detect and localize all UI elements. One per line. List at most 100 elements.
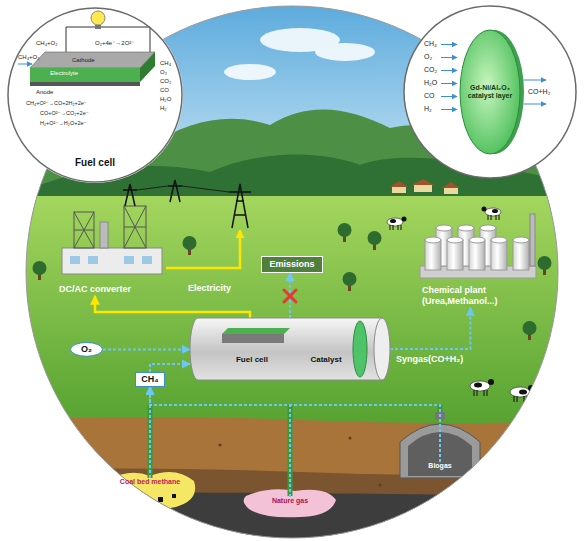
rock-layer	[0, 468, 586, 541]
clouds	[315, 43, 375, 61]
label-text: CO	[160, 87, 169, 94]
farm-buildings	[390, 179, 460, 194]
label-text: H₂O	[160, 96, 171, 103]
power-plant	[88, 256, 98, 264]
oxygen-ellipse: O₂	[70, 342, 103, 357]
trees	[42, 397, 45, 405]
fuel-cell-sketch	[30, 82, 140, 86]
label-text: H₂O	[424, 79, 437, 87]
cows	[510, 387, 530, 397]
blocked-mark	[284, 290, 296, 302]
trees	[37, 386, 51, 400]
label-text: O₂+4e⁻→2O²⁻	[95, 40, 135, 47]
label-text: CH₄	[160, 60, 171, 67]
power-arrow	[95, 296, 250, 318]
cows	[470, 381, 490, 391]
node-text: Fuel cell	[7, 157, 183, 169]
trees	[33, 261, 47, 275]
chemical-plant	[425, 237, 441, 243]
coal-pieces	[150, 504, 153, 507]
cows	[492, 209, 498, 213]
scene-border	[26, 6, 558, 538]
biogas-label: Biogas	[426, 462, 453, 470]
power-plant	[142, 256, 152, 264]
trees	[368, 231, 382, 245]
edge-label: Syngas(CO+H₂)	[396, 354, 463, 365]
chemical-plant	[458, 225, 474, 231]
gas-arrows	[441, 96, 457, 97]
cows	[402, 217, 407, 222]
label-text: CO+O²⁻→CO₂+2e⁻	[40, 110, 89, 117]
power-plant	[70, 256, 80, 264]
fuel-cell-inset-shape	[7, 7, 183, 183]
node-text: CH₄	[141, 374, 158, 385]
transmission-towers	[123, 180, 251, 228]
trees	[538, 256, 552, 270]
gas-arrows	[441, 57, 457, 58]
node-text: Nature gas	[272, 497, 308, 505]
node-text: DC/AC converter	[59, 284, 131, 295]
fuel-cell-sketch	[18, 64, 32, 65]
cows	[390, 219, 396, 223]
fuel-cell-sketch	[95, 25, 101, 29]
cows	[485, 208, 501, 216]
cows	[470, 379, 494, 396]
gas-flow-arrow	[103, 348, 190, 350]
power-plant	[124, 256, 134, 264]
fuel-cell-inset-ground	[7, 7, 183, 183]
label-text: O₂	[160, 69, 167, 76]
node-text: Coal bed methane	[120, 478, 180, 486]
coal-pieces	[128, 494, 176, 507]
soil-speckles	[89, 479, 92, 482]
farm-buildings	[414, 184, 432, 192]
fuel-cell-sketch	[140, 52, 155, 82]
farm-buildings	[442, 182, 460, 188]
well-pipes	[150, 405, 440, 496]
cows	[482, 207, 487, 212]
chemical-plant	[513, 240, 529, 270]
emissions-box: Emissions	[261, 256, 322, 273]
fuel-cell-inset: Fuel cell	[7, 7, 183, 183]
reactor-tube: Fuel cellCatalyst	[190, 318, 390, 380]
cell-plate	[222, 334, 284, 343]
chemical-plant	[491, 240, 507, 270]
label-text: Electricity	[188, 283, 231, 294]
transmission-towers	[168, 180, 182, 202]
node-text: O₂	[81, 344, 92, 355]
power-plant	[100, 222, 108, 248]
catalyst-layer: Gd-Ni/Al₂O₃ catalyst layer	[460, 30, 520, 154]
chemical-plant	[469, 240, 485, 270]
power-plant	[74, 212, 94, 248]
fuel-cell-sketch	[18, 11, 155, 86]
electricity-line	[166, 230, 240, 268]
transmission-towers	[137, 186, 229, 192]
trees	[523, 321, 537, 335]
node-text: Chemical plant (Urea,Methanol...)	[422, 285, 530, 307]
farm-buildings	[412, 179, 434, 185]
chemical-plant	[491, 237, 507, 243]
cows	[519, 390, 527, 395]
soil-speckles	[59, 439, 62, 442]
cows	[482, 207, 502, 221]
gas-flow-arrow	[390, 308, 470, 349]
cows	[474, 390, 487, 396]
node-text: Biogas	[428, 462, 451, 470]
cows	[474, 383, 482, 388]
label-text: CO+H₂	[528, 88, 550, 96]
nature-gas-label: Nature gas	[270, 497, 310, 505]
gas-flow-arrow	[150, 364, 190, 372]
gas-arrows	[441, 44, 457, 45]
fuel-cell-sketch	[30, 68, 140, 82]
soil	[0, 417, 586, 541]
node-text: Fuel cell	[212, 355, 292, 365]
oxygen-outline	[71, 343, 103, 357]
trees	[33, 223, 552, 405]
chemical-plant-label: Chemical plant (Urea,Methanol...)	[420, 284, 532, 308]
converter-label: DC/AC converter	[57, 283, 133, 296]
label-text: CH₄	[424, 40, 437, 48]
label-text: Electrolyte	[50, 70, 78, 77]
reactor-tube-shape	[190, 318, 390, 380]
